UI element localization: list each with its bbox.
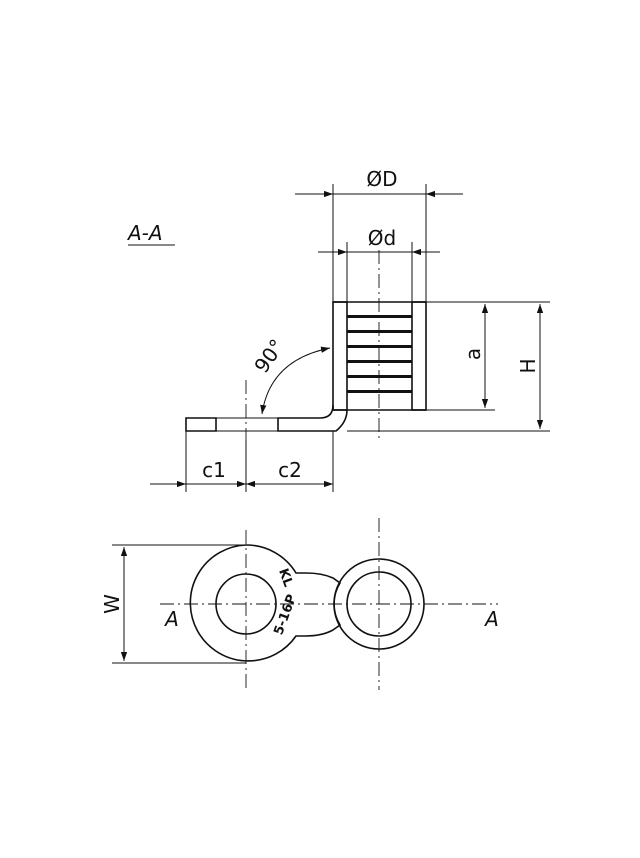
barrel-outer-circle — [333, 558, 425, 650]
barrel-wall-left — [332, 301, 348, 411]
dim-a-label: a — [461, 348, 485, 360]
dim-d-label: Ød — [368, 226, 396, 250]
cut-mark-right: A — [483, 607, 499, 631]
barrel-serrations — [347, 315, 412, 393]
angle-label: 90° — [249, 335, 289, 378]
tongue-section — [185, 417, 217, 432]
section-label: A-A — [126, 221, 163, 245]
cut-mark-left: A — [163, 607, 179, 631]
dim-H-label: H — [516, 358, 540, 373]
tongue-outline — [189, 544, 342, 662]
dim-c2-label: c2 — [278, 458, 302, 482]
barrel-wall-right — [411, 301, 427, 411]
barrel-inner-circle — [346, 571, 412, 637]
stamp-logo: KL — [275, 567, 295, 589]
dim-D-label: ØD — [366, 167, 397, 191]
tongue-section-right — [277, 404, 348, 432]
tongue-hole — [215, 573, 277, 635]
dim-c1-label: c1 — [202, 458, 226, 482]
dim-W-label: W — [100, 594, 124, 614]
angle-arc — [260, 346, 331, 415]
